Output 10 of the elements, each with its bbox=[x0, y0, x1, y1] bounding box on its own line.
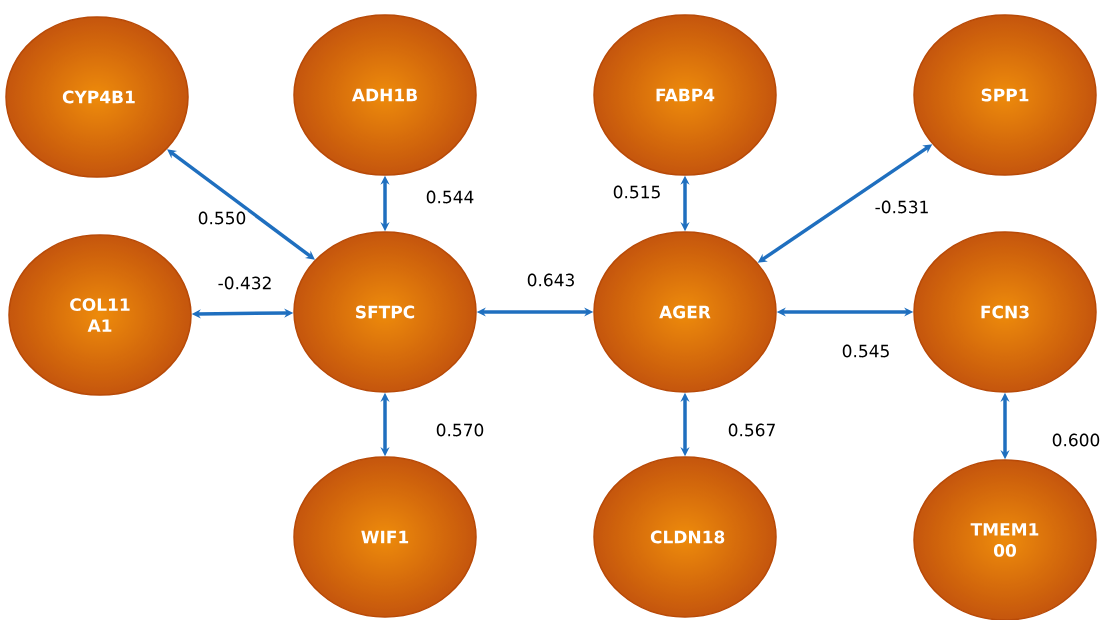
edge-label: 0.570 bbox=[434, 422, 486, 438]
edge-label: 0.600 bbox=[1050, 432, 1102, 448]
edge-label: 0.643 bbox=[525, 272, 577, 288]
edge-label: 0.544 bbox=[424, 189, 476, 205]
edge-label: -0.531 bbox=[873, 199, 931, 215]
edge-label: 0.567 bbox=[726, 422, 778, 438]
edge-label: 0.545 bbox=[840, 343, 892, 359]
edge-label: 0.550 bbox=[196, 210, 248, 226]
edge-label: -0.432 bbox=[216, 275, 274, 291]
edge-label: 0.515 bbox=[611, 184, 663, 200]
